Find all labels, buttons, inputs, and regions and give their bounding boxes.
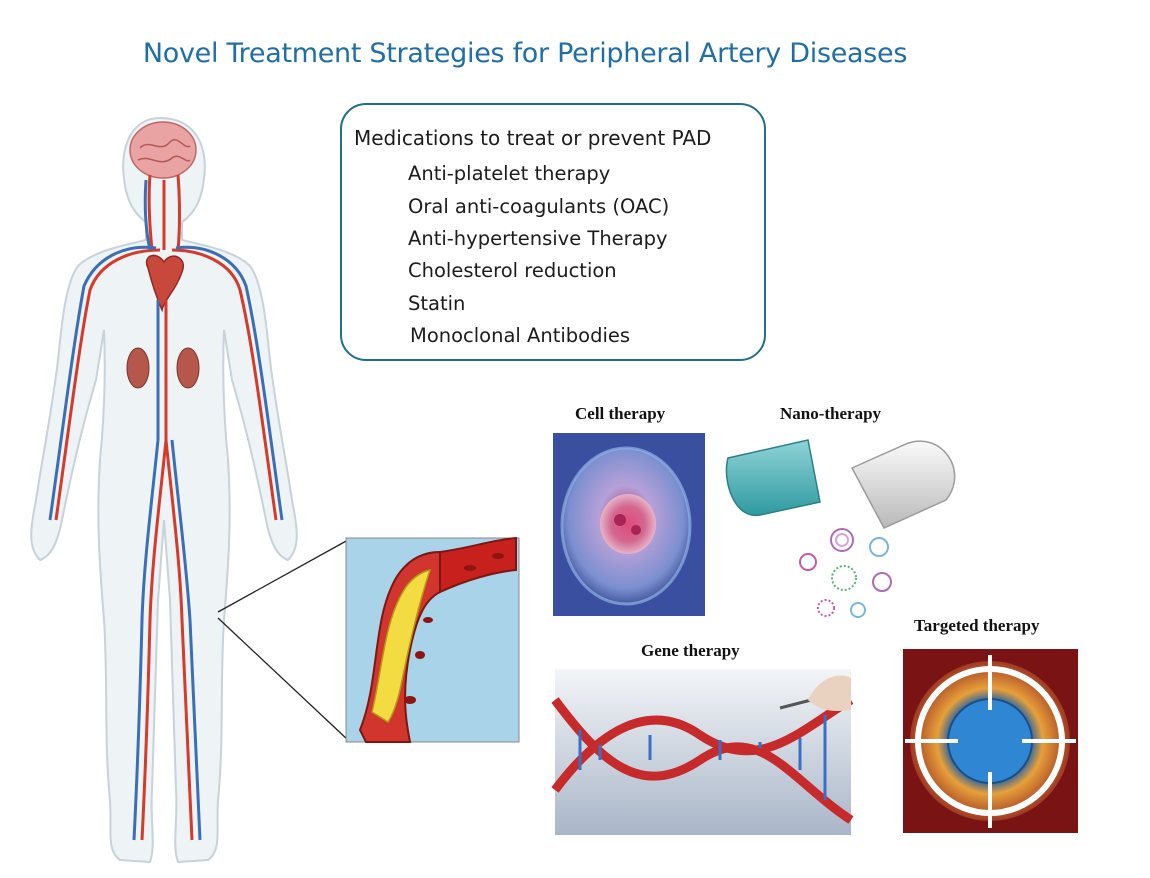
medications-box <box>340 103 766 361</box>
medication-item: Cholesterol reduction <box>408 259 617 282</box>
human-body-illustration <box>30 116 298 864</box>
targeted-therapy-label: Targeted therapy <box>914 616 1040 635</box>
targeted-therapy-image <box>903 649 1078 833</box>
callout-lines <box>217 539 349 741</box>
medication-item: Oral anti-coagulants (OAC) <box>408 195 670 218</box>
medication-item: Monoclonal Antibodies <box>410 324 631 347</box>
plaque-icon <box>371 569 432 724</box>
nano-therapy-image <box>725 439 956 618</box>
medications-heading: Medications to treat or prevent PAD <box>354 126 712 150</box>
artery-plaque-inset <box>345 536 520 743</box>
gene-therapy-label: Gene therapy <box>641 641 740 660</box>
gene-therapy-image <box>551 669 854 835</box>
medication-item: Statin <box>408 292 466 315</box>
medication-item: Anti-platelet therapy <box>408 162 611 185</box>
cell-therapy-image <box>553 433 705 616</box>
hand-icon <box>808 675 851 711</box>
medication-item: Anti-hypertensive Therapy <box>408 227 668 250</box>
nanoparticles-icon <box>799 528 892 618</box>
page-title: Novel Treatment Strategies for Periphera… <box>142 38 908 69</box>
brain-icon <box>129 121 197 179</box>
vein-network <box>48 179 284 841</box>
cell-therapy-label: Cell therapy <box>575 404 666 423</box>
kidney-left-icon <box>126 347 150 389</box>
capsule-half-teal-icon <box>725 439 821 516</box>
artery-network <box>54 174 278 841</box>
kidney-right-icon <box>176 347 200 389</box>
heart-icon <box>145 254 185 313</box>
capsule-half-grey-icon <box>850 440 956 529</box>
nano-therapy-label: Nano-therapy <box>780 404 882 423</box>
dna-base-pairs <box>578 715 827 800</box>
